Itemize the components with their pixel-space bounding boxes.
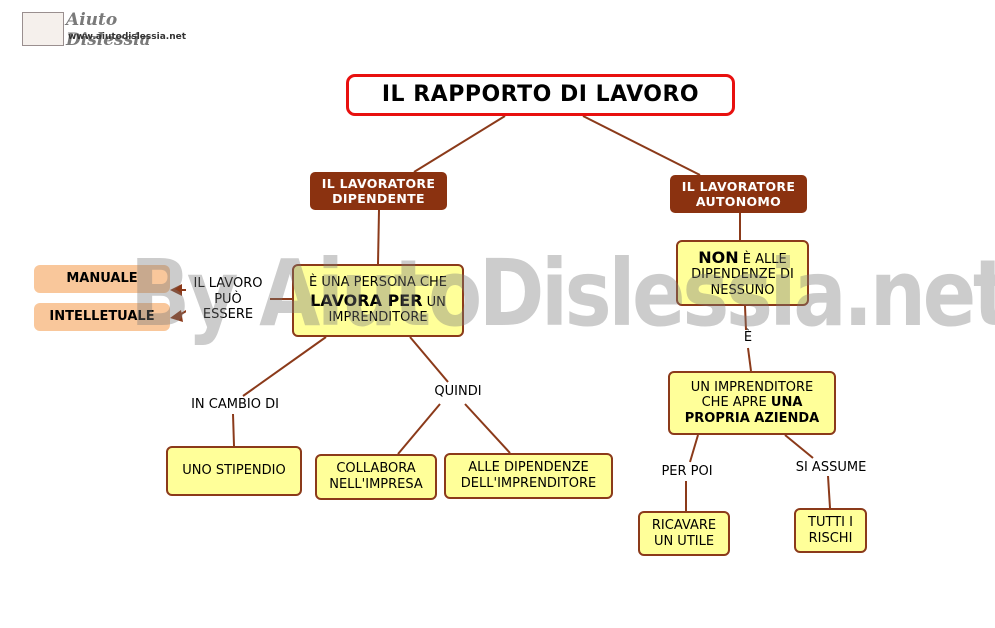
label-text: ESSERE xyxy=(202,307,254,323)
node-text: TUTTI I xyxy=(808,514,853,530)
node-intelletuale: INTELLETUALE xyxy=(34,303,170,331)
node-text: È UNA PERSONA CHE xyxy=(309,275,447,291)
node-text: UNO STIPENDIO xyxy=(182,463,286,479)
node-lavoratore-autonomo: IL LAVORATORE AUTONOMO xyxy=(670,175,807,213)
link-incambio-stipendio xyxy=(232,413,235,447)
plain-text: È ALLE xyxy=(738,251,787,267)
bold-text: LAVORA PER xyxy=(310,290,423,310)
node-text: MANUALE xyxy=(66,271,138,287)
node-text: DIPENDENTE xyxy=(332,191,425,206)
node-non-dipendenze: NON È ALLE DIPENDENZE DI NESSUNO xyxy=(676,240,809,306)
link-dipendente-persona xyxy=(377,209,380,265)
node-alle-dipendenze: ALLE DIPENDENZE DELL'IMPRENDITORE xyxy=(444,453,613,499)
arrowhead-manuale xyxy=(170,284,182,296)
link-quindi-alle xyxy=(464,403,511,454)
logo-url: www.aiutodislessia.net xyxy=(68,32,187,42)
label-il-lavoro: IL LAVORO PUÒ ESSERE xyxy=(186,276,270,323)
node-text: IMPRENDITORE xyxy=(328,310,428,326)
link-imprenditore-siassume xyxy=(784,434,814,459)
node-text: NON È ALLE xyxy=(698,248,786,268)
node-imprenditore: UN IMPRENDITORE CHE APRE UNA PROPRIA AZI… xyxy=(668,371,836,435)
node-text: NELL'IMPRESA xyxy=(329,477,423,492)
label-si-assume: SI ASSUME xyxy=(782,460,880,476)
bold-text: UNA xyxy=(770,395,803,411)
node-text: DIPENDENZE DI xyxy=(691,267,794,283)
node-text: NESSUNO xyxy=(710,282,775,298)
node-text: RISCHI xyxy=(808,530,853,546)
book-icon xyxy=(22,12,64,46)
node-persona: È UNA PERSONA CHE LAVORA PER UN IMPRENDI… xyxy=(292,264,464,337)
plain-text: UN xyxy=(422,294,446,310)
link-siassume-rischi xyxy=(827,475,831,509)
link-e-imprenditore xyxy=(747,347,752,372)
node-text: INTELLETUALE xyxy=(49,309,155,325)
node-text: RICAVARE xyxy=(651,517,717,533)
link-quindi-collabora xyxy=(397,403,441,455)
node-text: ALLE DIPENDENZE xyxy=(468,460,589,476)
node-text: UN IMPRENDITORE xyxy=(690,379,814,395)
node-ricavare: RICAVARE UN UTILE xyxy=(638,511,730,556)
node-text: AUTONOMO xyxy=(695,194,782,209)
node-text: IL LAVORATORE xyxy=(321,176,436,191)
node-collabora: COLLABORA NELL'IMPRESA xyxy=(315,454,437,500)
plain-text: CHE APRE xyxy=(701,395,771,411)
label-quindi: QUINDI xyxy=(425,384,491,400)
node-text: DELL'IMPRENDITORE xyxy=(460,476,597,491)
label-per-poi: PER POI xyxy=(650,464,724,480)
link-imprenditore-perpoi xyxy=(689,434,699,463)
arrowhead-intelletuale xyxy=(170,310,183,322)
node-rischi: TUTTI I RISCHI xyxy=(794,508,867,553)
node-text: COLLABORA xyxy=(336,461,416,477)
logo-name: Aiuto Dislessia xyxy=(66,10,151,50)
label-text: IL LAVORO xyxy=(193,276,263,291)
title-text: IL RAPPORTO DI LAVORO xyxy=(381,81,700,107)
site-logo[interactable]: Aiuto Dislessia www.aiutodislessia.net xyxy=(22,10,186,50)
link-non-e xyxy=(744,305,747,331)
link-persona-quindi xyxy=(409,336,449,383)
node-text: PROPRIA AZIENDA xyxy=(684,410,820,426)
node-stipendio: UNO STIPENDIO xyxy=(166,446,302,496)
node-text: CHE APRE UNA xyxy=(702,395,803,411)
node-lavoratore-dipendente: IL LAVORATORE DIPENDENTE xyxy=(310,172,447,210)
node-text: IL LAVORATORE xyxy=(681,179,796,194)
label-e: È xyxy=(736,330,760,346)
link-title-dipendente xyxy=(413,115,506,173)
diagram-title: IL RAPPORTO DI LAVORO xyxy=(346,74,735,116)
link-title-autonomo xyxy=(582,115,701,176)
label-in-cambio-di: IN CAMBIO DI xyxy=(181,397,289,413)
node-text: LAVORA PER UN xyxy=(310,291,446,311)
node-text: UN UTILE xyxy=(653,533,715,549)
link-persona-incambio xyxy=(242,336,327,397)
label-text: PUÒ xyxy=(214,291,242,307)
bold-text: NON xyxy=(698,247,739,267)
node-manuale: MANUALE xyxy=(34,265,170,293)
